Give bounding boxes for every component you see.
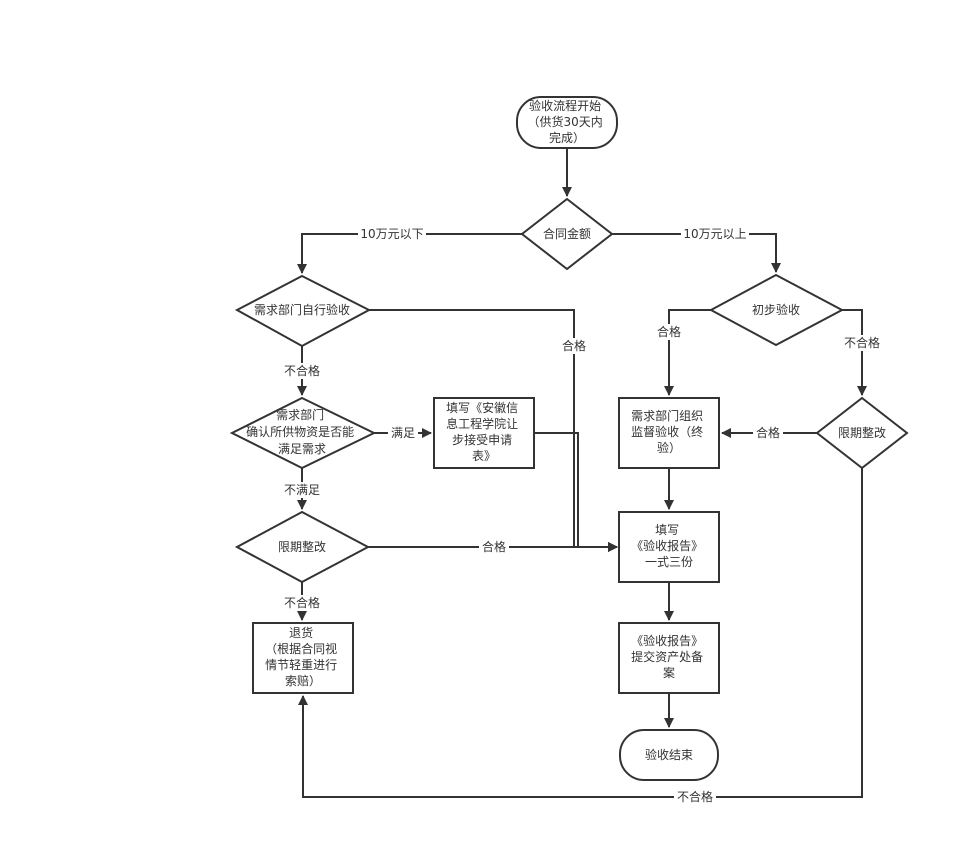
node-preliminary[interactable]: 初步验收 [708, 273, 845, 347]
node-submit-report-text: 《验收报告》 提交资产处备 案 [631, 633, 707, 680]
edge-label-above-10w: 10万元以上 [683, 227, 746, 241]
node-org-final[interactable]: 需求部门组织 监督验收（终 验） [618, 397, 720, 469]
edge-label-rectify-left-pass: 合格 [482, 539, 506, 554]
edge-amount-to-preliminary [612, 233, 781, 273]
node-start[interactable]: 验收流程开始 （供货30天内 完成） [516, 96, 618, 149]
edge-amount-to-self-check [297, 233, 522, 274]
edge-label-preliminary-fail: 不合格 [844, 335, 880, 350]
node-rectify-right[interactable]: 限期整改 [815, 396, 909, 470]
node-dept-self-check[interactable]: 需求部门自行验收 [234, 274, 372, 348]
node-dept-confirm-text: 需求部门 确认所供物资是否能 满足需求 [246, 407, 358, 456]
edge-label-rectify-left-fail: 不合格 [284, 595, 320, 610]
node-start-text: 验收流程开始 （供货30天内 完成） [527, 98, 606, 145]
edge-label-below-10w: 10万元以下 [360, 227, 423, 241]
node-end-text: 验收结束 [645, 747, 693, 762]
edge-fill-form-to-report [535, 432, 618, 552]
edge-preliminary-pass [664, 309, 711, 396]
node-org-final-text: 需求部门组织 监督验收（终 验） [631, 408, 707, 455]
edge-label-preliminary-pass: 合格 [657, 324, 681, 339]
edge-label-not-satisfied: 不满足 [284, 483, 320, 497]
edge-label-rectify-right-pass: 合格 [756, 425, 780, 440]
edge-preliminary-fail [842, 309, 867, 396]
edge-label-self-check-fail: 不合格 [284, 363, 320, 378]
node-fill-form[interactable]: 填写《安徽信 息工程学院让 步接受申请 表》 [433, 397, 535, 469]
node-dept-confirm[interactable]: 需求部门 确认所供物资是否能 满足需求 [229, 396, 377, 470]
node-end[interactable]: 验收结束 [619, 729, 719, 781]
node-rectify-right-text: 限期整改 [838, 425, 886, 440]
edge-label-satisfied: 满足 [391, 426, 415, 440]
node-submit-report[interactable]: 《验收报告》 提交资产处备 案 [618, 622, 720, 694]
node-contract-amount[interactable]: 合同金额 [520, 197, 614, 271]
node-return-goods-text: 退货 （根据合同视 情节轻重进行 索赔） [265, 625, 341, 688]
node-rectify-left-text: 限期整改 [278, 539, 326, 554]
node-return-goods[interactable]: 退货 （根据合同视 情节轻重进行 索赔） [252, 622, 354, 694]
edge-label-self-check-pass: 合格 [562, 338, 586, 353]
node-contract-amount-text: 合同金额 [543, 226, 591, 241]
node-preliminary-text: 初步验收 [752, 302, 800, 317]
node-rectify-left[interactable]: 限期整改 [234, 510, 371, 584]
node-fill-form-text: 填写《安徽信 息工程学院让 步接受申请 表》 [446, 400, 522, 463]
edge-rectify-right-fail [298, 468, 863, 798]
node-fill-report-text: 填写 《验收报告》 一式三份 [631, 523, 707, 569]
edge-label-rectify-right-fail: 不合格 [677, 789, 713, 804]
node-fill-report[interactable]: 填写 《验收报告》 一式三份 [618, 511, 720, 583]
node-dept-self-check-text: 需求部门自行验收 [254, 302, 350, 317]
